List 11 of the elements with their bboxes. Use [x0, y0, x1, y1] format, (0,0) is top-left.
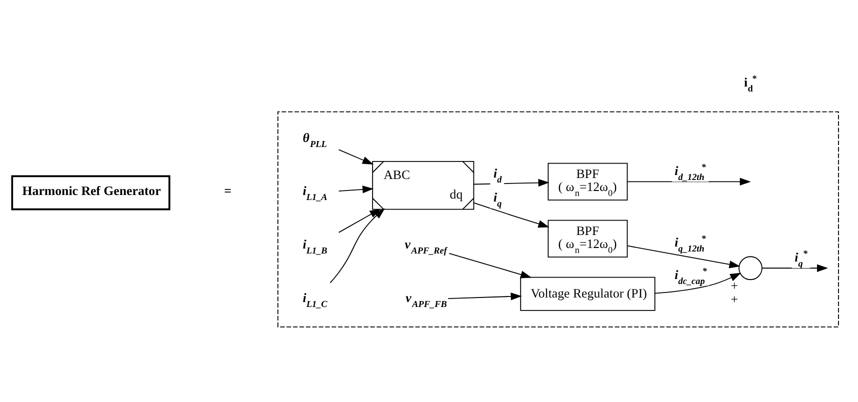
node-text: θ$_{PLL}$ — [302, 130, 327, 149]
node-label: + — [730, 278, 738, 293]
node-text: i$_{L1_B}$ — [302, 238, 328, 256]
node-label: + — [730, 292, 738, 307]
node-text: v$_{APF_FB}$ — [406, 290, 447, 309]
node-text: i$_{L1_A}$ — [302, 184, 328, 202]
node-text: v$_{APF_Ref}$ — [404, 238, 447, 256]
edge-label: i$_{d}$ — [493, 166, 502, 185]
label: = — [224, 184, 232, 198]
node-text: i$_{L1_C}$ — [302, 290, 328, 309]
edge-label: i$_{q}$ — [493, 190, 502, 209]
